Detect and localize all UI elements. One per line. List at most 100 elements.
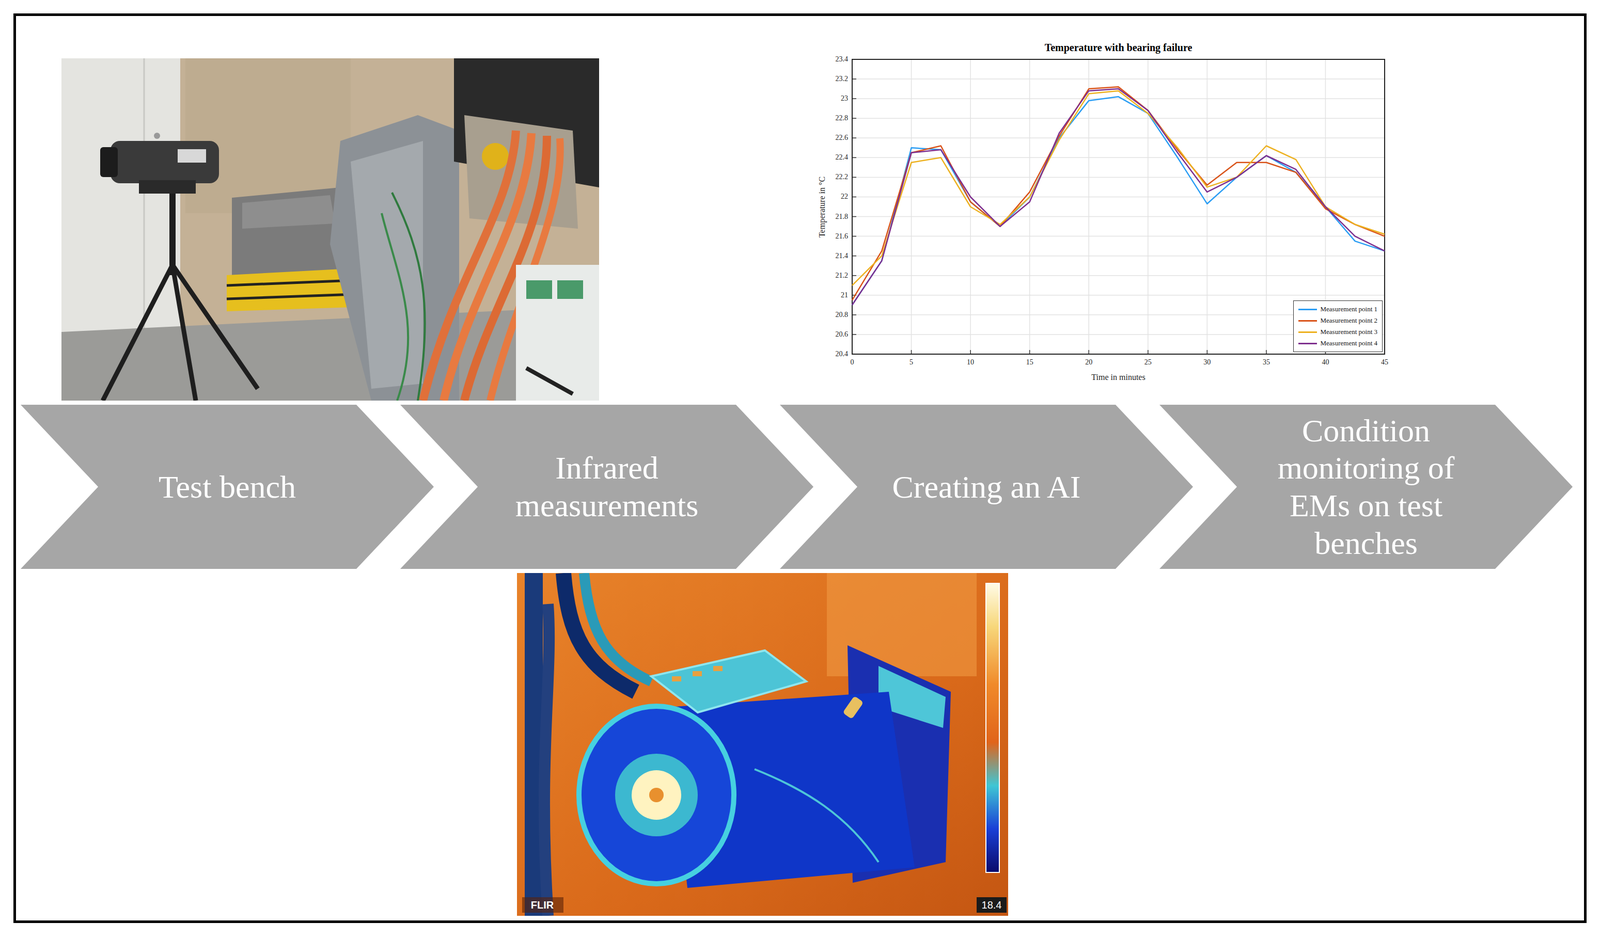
grid-line	[852, 137, 1385, 139]
tick-mark	[852, 236, 857, 238]
plot-area	[852, 59, 1385, 355]
chevron-step: Condition monitoring of EMs on test benc…	[1159, 404, 1573, 570]
tick-mark	[852, 196, 857, 198]
step-label: Creating an AI	[872, 468, 1101, 507]
temperature-value: 18.4	[981, 899, 1002, 912]
step-text-box: Test bench	[20, 404, 434, 570]
tick-label: 21.6	[835, 232, 849, 241]
legend-text: Measurement point 4	[1320, 339, 1378, 348]
chevron-step: Test bench	[20, 404, 434, 570]
tick-mark	[911, 350, 913, 355]
chevron-fill	[1159, 404, 1573, 570]
tick-label: 20.4	[835, 350, 849, 359]
tick-mark	[852, 78, 857, 80]
chevron-fill	[20, 404, 434, 570]
grid-line	[852, 117, 1385, 119]
plot-frame	[852, 59, 1385, 355]
tick-mark	[852, 216, 857, 218]
tick-label: 23.2	[835, 74, 849, 84]
tick-label: 23.4	[835, 55, 849, 64]
tick-label: 23	[840, 94, 849, 103]
tick-mark	[852, 98, 857, 100]
tick-label: 10	[966, 358, 975, 367]
tick-label: 21	[840, 291, 849, 300]
tick-label: 30	[1203, 358, 1211, 367]
legend-row: Measurement point 4	[1298, 337, 1378, 350]
grid-line	[852, 157, 1385, 159]
tick-mark	[1265, 350, 1267, 355]
tick-label: 21.4	[835, 252, 849, 261]
grid-line	[852, 236, 1385, 238]
tick-label: 22.2	[835, 173, 849, 182]
chevron-step: Creating an AI	[779, 404, 1194, 570]
legend-line	[1298, 342, 1317, 345]
grid-line	[852, 255, 1385, 257]
legend-row: Measurement point 1	[1298, 303, 1378, 316]
grid-line	[1147, 59, 1149, 355]
tick-label: 22.8	[835, 114, 849, 123]
grid-line	[1088, 59, 1090, 355]
tick-mark	[852, 334, 857, 336]
grid-line	[911, 59, 913, 355]
tick-label: 40	[1321, 358, 1329, 367]
chart-title: Temperature with bearing failure	[1044, 41, 1193, 54]
grid-line	[852, 216, 1385, 218]
tick-label: 20.8	[835, 310, 849, 320]
tick-label: 22.4	[835, 153, 849, 162]
tick-label: 20.6	[835, 330, 849, 339]
grid-line	[1029, 59, 1031, 355]
legend-line	[1298, 331, 1317, 334]
tick-mark	[1147, 350, 1149, 355]
grid-line	[852, 78, 1385, 80]
step-label: Test bench	[113, 468, 341, 507]
grid-line	[852, 177, 1385, 179]
legend-text: Measurement point 2	[1320, 316, 1378, 325]
axis-label: Time in minutes	[1091, 372, 1145, 383]
step-text-box: Infrared measurements	[400, 404, 814, 570]
data-series	[852, 86, 1385, 301]
legend-line	[1298, 320, 1317, 322]
tick-mark	[852, 137, 857, 139]
step-text-box: Condition monitoring of EMs on test benc…	[1159, 404, 1573, 570]
tick-label: 22.6	[835, 133, 849, 143]
chevron-fill	[400, 404, 814, 570]
legend-text: Measurement point 1	[1320, 305, 1378, 314]
grid-line	[852, 196, 1385, 198]
data-series	[852, 96, 1385, 306]
tick-mark	[852, 177, 857, 179]
camera-brand: FLIR	[530, 899, 554, 912]
tick-mark	[852, 255, 857, 257]
tick-mark	[852, 157, 857, 159]
tick-label: 35	[1262, 358, 1270, 367]
tick-label: 5	[909, 358, 914, 367]
chevron-fill	[779, 404, 1194, 570]
legend-row: Measurement point 2	[1298, 315, 1378, 327]
grid-line	[852, 294, 1385, 296]
tick-mark	[852, 117, 857, 119]
tick-label: 21.2	[835, 271, 849, 280]
tick-mark	[852, 275, 857, 277]
test-bench-photo	[61, 58, 600, 401]
grid-line	[852, 275, 1385, 277]
tick-mark	[1088, 350, 1090, 355]
grid-line	[852, 98, 1385, 100]
legend-line	[1298, 308, 1317, 311]
data-series	[852, 88, 1385, 306]
step-label: Condition monitoring of EMs on test benc…	[1252, 412, 1480, 562]
grid-line	[1265, 59, 1267, 355]
tick-label: 22	[840, 192, 849, 201]
chevron-step: Infrared measurements	[400, 404, 814, 570]
axis-label: Temperature in °C	[817, 176, 827, 238]
tick-mark	[969, 350, 971, 355]
tick-label: 15	[1026, 358, 1034, 367]
legend-text: Measurement point 3	[1320, 327, 1378, 337]
tick-mark	[852, 314, 857, 316]
tick-label: 25	[1144, 358, 1152, 367]
tick-mark	[1029, 350, 1031, 355]
data-series	[852, 90, 1385, 286]
tick-label: 45	[1381, 358, 1389, 367]
tick-label: 21.8	[835, 212, 849, 222]
step-label: Infrared measurements	[493, 449, 721, 525]
tick-label: 0	[850, 358, 855, 367]
tick-label: 20	[1085, 358, 1093, 367]
